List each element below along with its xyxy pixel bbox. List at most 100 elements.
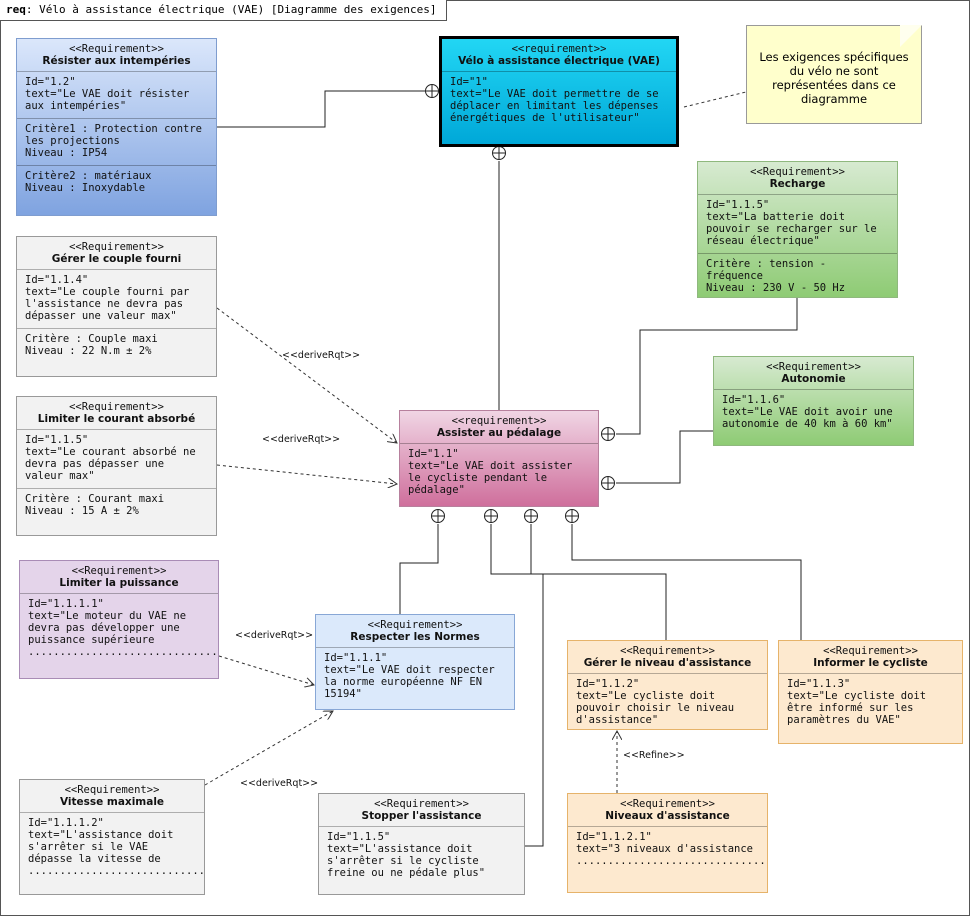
requirement-name: Autonomie bbox=[781, 373, 846, 385]
requirement-body: Id="1"text="Le VAE doit permettre de se … bbox=[442, 71, 676, 130]
stereotype: <<Requirement>> bbox=[374, 798, 469, 810]
requirement-text: text="La batterie doit pouvoir se rechar… bbox=[706, 211, 884, 247]
criterion: Critère : tension - fréquence Niveau : 2… bbox=[698, 253, 897, 297]
requirement-name: Gérer le couple fourni bbox=[51, 253, 182, 265]
requirement-id: Id="1.1.4" bbox=[25, 274, 89, 286]
requirement-name: Niveaux d'assistance bbox=[605, 810, 730, 822]
requirement-1.1[interactable]: <<requirement>> Assister au pédalage Id=… bbox=[399, 410, 599, 507]
criterion-1: Critère1 : Protection contre les project… bbox=[17, 118, 216, 165]
requirement-name: Limiter le courant absorbé bbox=[37, 413, 196, 425]
ellipsis-dots: ........................................… bbox=[576, 855, 767, 867]
requirement-name: Respecter les Normes bbox=[350, 631, 480, 643]
requirement-id: Id="1.1.1.1" bbox=[28, 598, 104, 610]
requirement-text: text="Le moteur du VAE ne devra pas déve… bbox=[28, 610, 193, 646]
requirement-text: text="Le VAE doit permettre de se déplac… bbox=[450, 88, 665, 124]
containment-line-1.1.3 bbox=[571, 524, 802, 640]
requirement-1[interactable]: <<requirement>> Vélo à assistance électr… bbox=[439, 36, 679, 147]
stereotype: <<Requirement>> bbox=[620, 798, 715, 810]
requirement-id: Id="1.1.5" bbox=[706, 199, 770, 211]
ellipsis-dots: ............................... bbox=[28, 865, 205, 877]
requirement-1.2[interactable]: <<Requirement>> Résister aux intempéries… bbox=[16, 38, 217, 216]
requirement-1.1.1.1[interactable]: <<Requirement>> Limiter la puissance Id=… bbox=[19, 560, 219, 679]
derive-arrow-1.1.5 bbox=[216, 464, 397, 484]
requirement-1.1.6[interactable]: <<Requirement>> Autonomie Id="1.1.6"text… bbox=[713, 356, 914, 446]
requirement-id: Id="1.1.5" bbox=[327, 831, 391, 843]
derive-arrow-1.1.4 bbox=[216, 307, 397, 443]
requirement-id: Id="1" bbox=[450, 76, 488, 88]
requirement-text: text="Le cycliste doit pouvoir choisir l… bbox=[576, 690, 741, 726]
containment-symbol bbox=[425, 84, 439, 98]
requirement-body: Id="1.2"text="Le VAE doit résister aux i… bbox=[17, 71, 216, 118]
requirement-body: Id="1.1.5"text="La batterie doit pouvoir… bbox=[698, 194, 897, 253]
stereotype: <<Requirement>> bbox=[620, 645, 715, 657]
requirement-text: text="L'assistance doit s'arrêter si le … bbox=[327, 843, 486, 879]
stereotype: <<Requirement>> bbox=[71, 565, 167, 577]
containment-line-1.2 bbox=[217, 90, 425, 128]
requirement-id: Id="1.2" bbox=[25, 76, 76, 88]
requirement-id: Id="1.1.1" bbox=[324, 652, 388, 664]
frame-title: Vélo à assistance électrique (VAE) [Diag… bbox=[39, 3, 437, 16]
requirement-name: Vitesse maximale bbox=[59, 796, 165, 808]
comment-note: Les exigences spécifiques du vélo ne son… bbox=[746, 25, 922, 124]
requirement-body: Id="1.1.5"text="Le courant absorbé ne de… bbox=[17, 429, 216, 488]
requirement-1.1.1[interactable]: <<Requirement>> Respecter les Normes Id=… bbox=[315, 614, 515, 710]
requirement-1.1.5-stopper[interactable]: <<Requirement>> Stopper l'assistance Id=… bbox=[318, 793, 525, 895]
requirement-id: Id="1.1.6" bbox=[722, 394, 786, 406]
note-anchor-line bbox=[683, 91, 747, 108]
frame-kind: req bbox=[6, 3, 26, 16]
requirement-body: Id="1.1"text="Le VAE doit assister le cy… bbox=[400, 443, 598, 502]
requirement-body: Id="1.1.1"text="Le VAE doit respecter la… bbox=[316, 647, 514, 706]
derive-label-1: <<deriveRqt>> bbox=[282, 350, 361, 361]
stereotype: <<Requirement>> bbox=[69, 43, 164, 55]
derive-label-3: <<deriveRqt>> bbox=[235, 630, 314, 641]
requirement-1.1.2.1[interactable]: <<Requirement>> Niveaux d'assistance Id=… bbox=[567, 793, 768, 893]
requirement-text: text="Le VAE doit respecter la norme eur… bbox=[324, 664, 502, 700]
derive-arrow-1.1.1.1 bbox=[218, 655, 314, 685]
requirement-text: text="Le VAE doit assister le cycliste p… bbox=[408, 460, 579, 496]
requirement-text: text="L'assistance doit s'arrêter si le … bbox=[28, 829, 180, 865]
requirement-1.1.5-recharge[interactable]: <<Requirement>> Recharge Id="1.1.5"text=… bbox=[697, 161, 898, 298]
stereotype: <<Requirement>> bbox=[69, 401, 164, 413]
containment-symbol bbox=[431, 509, 445, 523]
requirement-text: text="Le VAE doit avoir une autonomie de… bbox=[722, 406, 900, 430]
requirement-name: Limiter la puissance bbox=[59, 577, 179, 589]
containment-line-1.1.5-recharge bbox=[616, 298, 798, 435]
containment-line-1.1.6 bbox=[616, 430, 713, 484]
requirement-1.1.5-courant[interactable]: <<Requirement>> Limiter le courant absor… bbox=[16, 396, 217, 536]
requirement-id: Id="1.1.2.1" bbox=[576, 831, 652, 843]
criterion: Critère : Courant maxi Niveau : 15 A ± 2… bbox=[17, 488, 216, 523]
ellipsis-dots: ............................... bbox=[28, 646, 219, 658]
note-text: Les exigences spécifiques du vélo ne son… bbox=[759, 50, 909, 106]
requirement-name: Résister aux intempéries bbox=[42, 55, 191, 67]
derive-label-2: <<deriveRqt>> bbox=[262, 434, 341, 445]
containment-symbol bbox=[492, 146, 506, 160]
requirement-text: text="Le couple fourni par l'assistance … bbox=[25, 286, 196, 322]
containment-symbol bbox=[601, 476, 615, 490]
requirement-1.1.1.2[interactable]: <<Requirement>> Vitesse maximale Id="1.1… bbox=[19, 779, 205, 895]
stereotype: <<Requirement>> bbox=[823, 645, 918, 657]
requirement-body: Id="1.1.5"text="L'assistance doit s'arrê… bbox=[319, 826, 524, 885]
requirement-id: Id="1.1.2" bbox=[576, 678, 640, 690]
requirement-body: Id="1.1.4"text="Le couple fourni par l'a… bbox=[17, 269, 216, 328]
containment-line-1.1.2 bbox=[530, 524, 667, 640]
requirement-body: Id="1.1.2"text="Le cycliste doit pouvoir… bbox=[568, 673, 767, 729]
requirement-text: text="Le courant absorbé ne devra pas dé… bbox=[25, 446, 203, 482]
requirement-1.1.2[interactable]: <<Requirement>> Gérer le niveau d'assist… bbox=[567, 640, 768, 730]
requirement-text: text="3 niveaux d'assistance bbox=[576, 843, 754, 855]
stereotype: <<Requirement>> bbox=[750, 166, 845, 178]
stereotype: <<Requirement>> bbox=[766, 361, 861, 373]
note-fold bbox=[900, 25, 922, 47]
containment-line-1.1.1 bbox=[399, 524, 439, 614]
stereotype: <<Requirement>> bbox=[69, 241, 164, 253]
requirement-name: Gérer le niveau d'assistance bbox=[583, 657, 752, 669]
requirement-id: Id="1.1" bbox=[408, 448, 459, 460]
refine-label: <<Refine>> bbox=[623, 750, 685, 761]
requirement-name: Vélo à assistance électrique (VAE) bbox=[458, 55, 660, 67]
stereotype: <<requirement>> bbox=[511, 43, 607, 55]
frame-tab: req: Vélo à assistance électrique (VAE) … bbox=[0, 0, 448, 21]
requirement-1.1.4[interactable]: <<Requirement>> Gérer le couple fourni I… bbox=[16, 236, 217, 377]
containment-symbol bbox=[565, 509, 579, 523]
requirement-name: Recharge bbox=[769, 178, 826, 190]
criterion: Critère : Couple maxi Niveau : 22 N.m ± … bbox=[17, 328, 216, 363]
requirement-1.1.3[interactable]: <<Requirement>> Informer le cycliste Id=… bbox=[778, 640, 963, 744]
